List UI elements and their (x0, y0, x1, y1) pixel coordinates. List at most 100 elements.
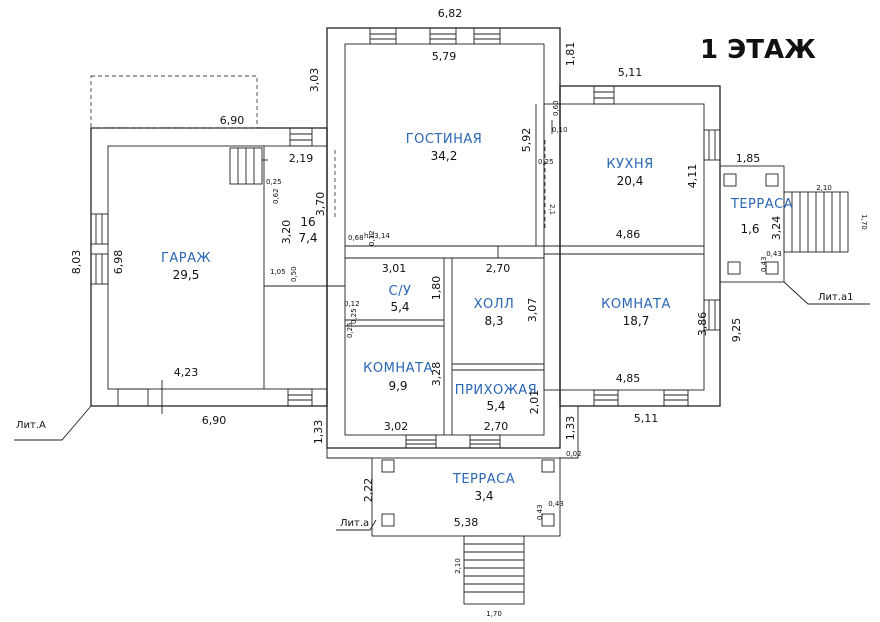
dimension: 2,22 (362, 478, 375, 503)
lit-a-leader (336, 519, 377, 531)
lit-a1-leader (783, 281, 870, 305)
dimension: 0,43 (766, 250, 782, 258)
dimension: 3,24 (770, 216, 783, 241)
small-dimension: 0,25 (538, 158, 554, 166)
room-area: 5,4 (390, 300, 409, 314)
room-name: ПРИХОЖАЯ (455, 383, 537, 398)
dimension: 6,82 (438, 7, 463, 20)
front-stairs (463, 535, 525, 605)
dimension: 3,07 (526, 298, 539, 323)
dimension: 6,90 (220, 114, 245, 127)
garage-overhang (90, 75, 258, 129)
room-name: ТЕРРАСА (730, 197, 793, 212)
room-area: 1,6 (740, 222, 759, 236)
room-name: ХОЛЛ (474, 297, 515, 312)
terrace-connector-left (326, 448, 372, 459)
room-area: 18,7 (623, 314, 650, 328)
dimension: 4,85 (616, 372, 641, 385)
small-dimension: 0,02 (566, 450, 582, 458)
dimension: 2,01 (528, 390, 541, 415)
room-name: ГОСТИНАЯ (406, 132, 483, 147)
small-dimension: 0,68 (348, 234, 364, 242)
dimension: 4,23 (174, 366, 199, 379)
interior-walls (263, 104, 704, 435)
dimension: 5,11 (618, 66, 643, 79)
small-dimension: h=3,14 (364, 232, 390, 240)
lit-labels: Лит.А Лит.а Лит.а1 (16, 292, 854, 529)
dimension: 3,86 (696, 312, 709, 337)
terrace-connector-right (560, 405, 579, 459)
dimension: 1,33 (312, 420, 325, 445)
small-dimension: 0,25 (350, 308, 358, 324)
dimension: 3,70 (314, 192, 327, 217)
room-name: ГАРАЖ (161, 251, 211, 266)
room-name: КУХНЯ (606, 157, 653, 172)
lit-label: Лит.а (340, 518, 369, 529)
dimension: 5,38 (454, 516, 479, 529)
dimension: 6,98 (112, 250, 125, 275)
small-dimension: 2,1 (548, 204, 556, 215)
dimension: 1,33 (564, 416, 577, 441)
dimension: 5,92 (520, 128, 533, 153)
small-dimension: 0,43 (760, 256, 768, 272)
dimension: 5,11 (634, 412, 659, 425)
room-name: КОМНАТА (601, 297, 671, 312)
small-dimension: 0,12 (368, 230, 376, 246)
dimension: 1,80 (430, 276, 443, 301)
right-block-inner (543, 103, 705, 391)
room-area: 7,4 (298, 231, 317, 245)
small-dimension: 0,60 (552, 100, 560, 116)
room-labels: ГОСТИНАЯ 34,2 КУХНЯ 20,4 ТЕРРАСА 1,6 ГАР… (161, 132, 793, 503)
dimension: 8,03 (70, 250, 83, 275)
dimension: 1,70 (486, 610, 502, 618)
dimension: 2,10 (454, 558, 462, 574)
dimension: 1,81 (564, 42, 577, 67)
terrace-posts (381, 173, 779, 527)
dimension: 2,10 (816, 184, 832, 192)
floor-title: 1 ЭТАЖ (700, 35, 816, 65)
dimension: 0,43 (548, 500, 564, 508)
room-area: 5,4 (486, 399, 505, 413)
small-dimension: 0,62 (272, 188, 280, 204)
dimension: 4,11 (686, 164, 699, 189)
small-dimension: 0,50 (290, 266, 298, 282)
dimension: 3,03 (308, 68, 321, 93)
small-labels: 0,60 0,10 0,25 0,25 0,62 h=3,14 0,68 0,1… (266, 100, 768, 520)
room-area: 8,3 (484, 314, 503, 328)
front-stairs-steps (464, 543, 524, 593)
dimension: 1,70 (860, 214, 868, 230)
lit-label: Лит.А (16, 420, 46, 431)
garage-steps (229, 147, 263, 185)
room-name: ТЕРРАСА (452, 472, 515, 487)
room-area: 9,9 (388, 379, 407, 393)
dimension: 2,19 (289, 152, 314, 165)
dimension: 3,28 (430, 362, 443, 387)
room-name: КОМНАТА (363, 361, 433, 376)
small-dimension: 0,25 (266, 178, 282, 186)
small-dimension: 0,43 (536, 504, 544, 520)
dimension: 2,70 (484, 420, 509, 433)
small-dimension: 0,25 (346, 322, 354, 338)
dimension: 3,20 (280, 220, 293, 245)
room-area: 3,4 (474, 489, 493, 503)
lit-label: Лит.а1 (818, 292, 854, 303)
room-area: 20,4 (617, 174, 644, 188)
small-dimension: 0,12 (344, 300, 360, 308)
dimension: 9,25 (730, 318, 743, 343)
windows (90, 27, 721, 449)
dimension: 2,70 (486, 262, 511, 275)
dimension: 3,01 (382, 262, 407, 275)
dimension: 3,02 (384, 420, 409, 433)
tick-marks (161, 60, 561, 414)
lit-A-leader (14, 405, 92, 441)
room-area: 34,2 (431, 149, 458, 163)
room-area: 29,5 (173, 268, 200, 282)
dimension: 1,85 (736, 152, 761, 165)
small-dimension: 0,10 (552, 126, 568, 134)
room-name: 16 (300, 215, 315, 229)
dimensions: 6,82 5,79 1,81 5,11 3,03 6,90 5,92 4,11 … (70, 7, 868, 618)
side-stairs-steps (791, 192, 841, 252)
dimension: 4,86 (616, 228, 641, 241)
dimension: 5,79 (432, 50, 457, 63)
